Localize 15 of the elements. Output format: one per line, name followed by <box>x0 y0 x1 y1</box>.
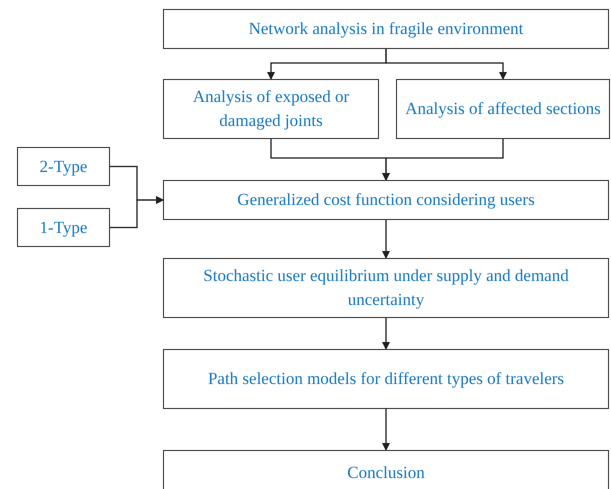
process-box: Generalized cost function considering users <box>163 180 609 220</box>
process-box: Conclusion <box>163 450 609 489</box>
arrow <box>382 318 390 350</box>
process-box: Network analysis in fragile environment <box>163 9 609 49</box>
arrow <box>382 409 390 451</box>
process-box: Path selection models for different types of travelers <box>163 349 609 409</box>
arrow <box>110 196 164 228</box>
process-box: 1-Type <box>17 208 110 247</box>
arrow <box>382 220 390 259</box>
process-box: Stochastic user equilibrium under supply and demand uncertainty <box>163 258 609 318</box>
arrow <box>385 49 507 80</box>
arrow <box>382 139 504 181</box>
process-box: Analysis of exposed or damaged joints <box>163 79 379 139</box>
process-box: Analysis of affected sections <box>396 79 610 139</box>
process-box: 2-Type <box>17 147 110 186</box>
